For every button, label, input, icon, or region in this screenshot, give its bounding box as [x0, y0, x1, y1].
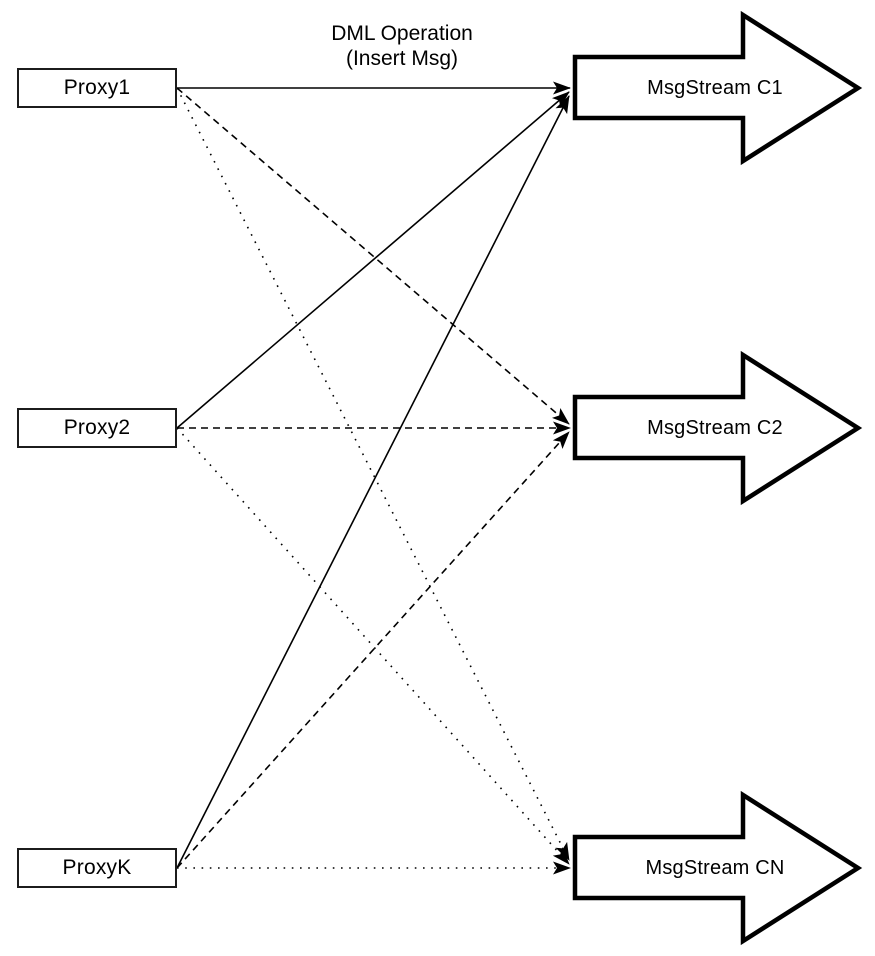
dml-operation-note-line2: (Insert Msg): [345, 47, 458, 70]
stream-label-c2: MsgStream C2: [647, 417, 783, 439]
edge-proxy2-c1: [176, 91, 570, 429]
proxy-node-proxy1-label: Proxy1: [63, 76, 131, 99]
edge-proxyk-c1: [176, 95, 570, 869]
edge-proxy1-c2: [176, 87, 570, 425]
proxy-node-proxy2: Proxy2: [17, 408, 177, 448]
proxy-node-proxy2-label: Proxy2: [63, 416, 131, 439]
edge-proxy1-cn: [176, 87, 570, 861]
stream-label-c1: MsgStream C1: [647, 77, 783, 99]
stream-arrow-c2: [572, 350, 863, 506]
edge-proxyk-c2: [176, 431, 570, 869]
proxy-node-proxyk-label: ProxyK: [62, 856, 132, 879]
stream-label-cn: MsgStream CN: [645, 857, 785, 879]
stream-arrow-cn: [572, 790, 863, 946]
stream-arrow-c1: [572, 10, 863, 166]
proxy-node-proxy1: Proxy1: [17, 68, 177, 108]
proxy-node-proxyk: ProxyK: [17, 848, 177, 888]
dml-operation-note-line1: DML Operation: [331, 22, 473, 45]
edge-proxy2-cn: [176, 427, 570, 865]
dml-operation-note: DML Operation (Insert Msg): [282, 21, 522, 71]
